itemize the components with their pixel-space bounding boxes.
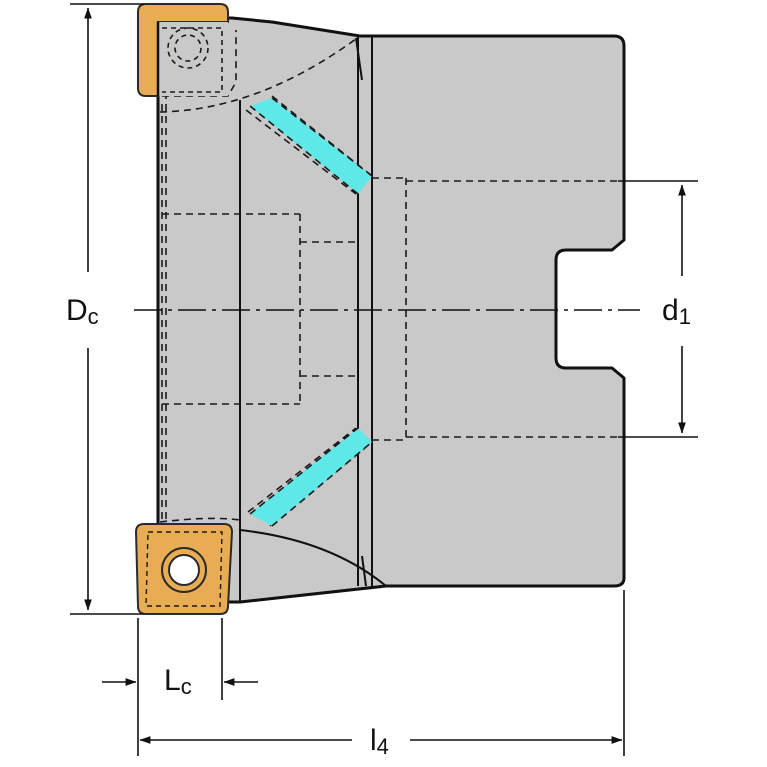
coolant-channel-top — [250, 98, 372, 194]
lc-label: Lc — [164, 664, 192, 699]
dc-label: Dc — [66, 294, 99, 329]
top-screw-icon — [162, 27, 223, 93]
l4-label: l4 — [370, 724, 389, 759]
lc-dimension — [102, 618, 258, 756]
bottom-insert — [134, 523, 234, 615]
d1-label: d1 — [662, 294, 691, 329]
body-solid-edges — [239, 36, 387, 602]
d1-dimension — [618, 180, 698, 438]
top-insert — [137, 3, 229, 97]
dc-dimension — [70, 3, 144, 615]
coolant-channel-bottom — [250, 428, 372, 526]
l4-dimension — [139, 590, 625, 756]
